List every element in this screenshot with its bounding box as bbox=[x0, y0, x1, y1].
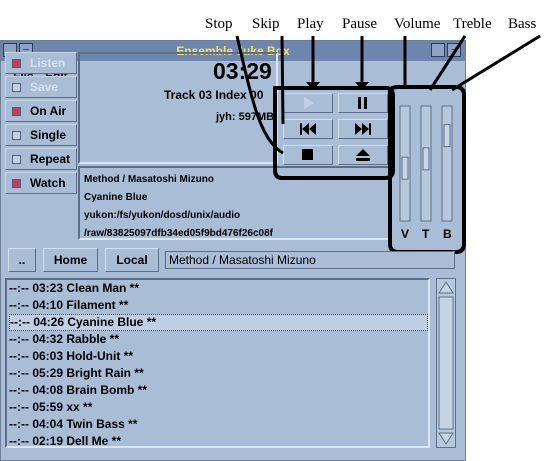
bass-thumb[interactable] bbox=[443, 124, 451, 148]
check-indicator bbox=[12, 83, 21, 92]
scrollbar-arrows bbox=[438, 281, 454, 445]
volume-label: V bbox=[401, 227, 409, 241]
list-item[interactable]: --:-- 05:29 Bright Rain ** bbox=[9, 366, 144, 380]
callout-stop: Stop bbox=[205, 16, 233, 32]
toggle-watch[interactable]: Watch bbox=[5, 172, 77, 194]
callout-treble: Treble bbox=[453, 16, 492, 32]
volume-slider[interactable] bbox=[399, 105, 411, 222]
bass-slider[interactable] bbox=[441, 105, 453, 222]
toggle-label: Listen bbox=[30, 56, 66, 70]
toggle-label: Single bbox=[30, 128, 67, 142]
pause-icon bbox=[358, 97, 367, 109]
scroll-thumb[interactable] bbox=[438, 296, 454, 430]
volume-thumb[interactable] bbox=[401, 156, 409, 180]
toggle-label: On Air bbox=[30, 104, 67, 118]
list-item-selected[interactable]: --:-- 04:26 Cyanine Blue ** bbox=[9, 314, 428, 331]
local-button[interactable]: Local bbox=[105, 248, 159, 272]
track-index: Track 03 Index 00 bbox=[164, 88, 264, 102]
toggle-label: Save bbox=[30, 80, 59, 94]
info-title: Cyanine Blue bbox=[84, 192, 148, 203]
stop-button[interactable] bbox=[283, 145, 333, 165]
minimize-icon-button[interactable] bbox=[431, 43, 445, 57]
skip-forward-icon bbox=[355, 123, 371, 135]
title-bar[interactable]: – Ensemble Juke Box – bbox=[1, 41, 465, 61]
toggle-single[interactable]: Single bbox=[5, 124, 77, 146]
list-item[interactable]: --:-- 04:10 Filament ** bbox=[9, 298, 129, 312]
callout-skip: Skip bbox=[252, 16, 280, 32]
slider-panel: V T B bbox=[399, 105, 453, 241]
check-indicator bbox=[12, 131, 21, 140]
toggle-label: Repeat bbox=[30, 152, 71, 166]
playlist-scrollbar[interactable] bbox=[436, 278, 456, 448]
list-item[interactable]: --:-- 04:04 Twin Bass ** bbox=[9, 417, 138, 431]
skip-back-icon bbox=[300, 123, 316, 135]
eject-icon bbox=[356, 149, 370, 161]
info-path: yukon:/fs/yukon/dosd/unix/audio bbox=[84, 210, 241, 221]
treble-thumb[interactable] bbox=[422, 147, 430, 171]
toggle-repeat[interactable]: Repeat bbox=[5, 148, 77, 170]
pause-button[interactable] bbox=[338, 93, 388, 113]
check-indicator bbox=[12, 107, 21, 116]
list-item[interactable]: --:-- 06:03 Hold-Unit ** bbox=[9, 349, 133, 363]
list-item[interactable]: --:-- 04:08 Brain Bomb ** bbox=[9, 383, 148, 397]
callout-volume: Volume bbox=[394, 16, 441, 32]
callout-play: Play bbox=[297, 16, 324, 32]
bass-label: B bbox=[443, 227, 452, 241]
check-indicator bbox=[12, 155, 21, 164]
up-directory-button[interactable]: .. bbox=[8, 248, 36, 272]
stop-icon bbox=[302, 149, 313, 160]
callout-bass: Bass bbox=[508, 16, 537, 32]
check-indicator bbox=[12, 179, 21, 188]
play-button[interactable] bbox=[283, 93, 333, 113]
treble-label: T bbox=[422, 227, 430, 241]
list-item[interactable]: --:-- 02:19 Dell Me ** bbox=[9, 434, 122, 448]
playlist[interactable]: --:-- 03:23 Clean Man ** --:-- 04:10 Fil… bbox=[5, 278, 430, 448]
window-title: Ensemble Juke Box bbox=[176, 44, 290, 58]
list-item[interactable]: --:-- 05:59 xx ** bbox=[9, 400, 93, 414]
treble-slider[interactable] bbox=[420, 105, 432, 222]
scroll-up-icon[interactable] bbox=[438, 281, 454, 294]
skip-back-button[interactable] bbox=[283, 119, 333, 139]
eject-button[interactable] bbox=[338, 145, 388, 165]
home-button[interactable]: Home bbox=[43, 248, 98, 272]
skip-forward-button[interactable] bbox=[338, 119, 388, 139]
path-field[interactable]: Method / Masatoshi Mizuno bbox=[165, 251, 455, 269]
info-artist: Method / Masatoshi Mizuno bbox=[84, 174, 214, 185]
list-item[interactable]: --:-- 04:32 Rabble ** bbox=[9, 332, 120, 346]
list-item[interactable]: --:-- 03:23 Clean Man ** bbox=[9, 281, 140, 295]
check-indicator bbox=[12, 59, 21, 68]
toggle-save[interactable]: Save bbox=[5, 76, 77, 98]
toggle-listen[interactable]: Listen bbox=[5, 52, 77, 74]
scroll-down-icon[interactable] bbox=[438, 432, 454, 445]
toggle-label: Watch bbox=[30, 176, 66, 190]
toggle-on-air[interactable]: On Air bbox=[5, 100, 77, 122]
info-file: /raw/83825097dfb34ed05f9bd476f26c08f bbox=[84, 228, 274, 239]
toggle-panel: Listen Save On Air Single Repeat Watch bbox=[5, 52, 77, 236]
play-icon bbox=[304, 97, 314, 109]
callout-pause: Pause bbox=[342, 16, 377, 32]
